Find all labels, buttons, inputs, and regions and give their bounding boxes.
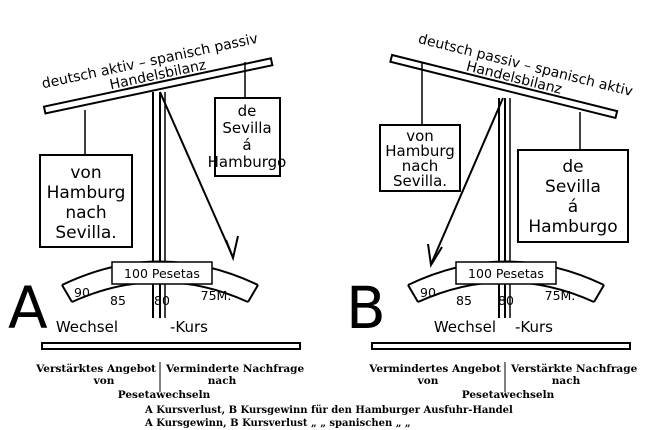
- panel-b-scale-tick-90: 90: [420, 285, 436, 300]
- panel-a-caption-center: Pesetawechseln: [118, 389, 211, 401]
- panel-a-right-box-line2: Sevilla: [222, 119, 271, 137]
- panel-b-left-box-line2: Hamburg: [385, 142, 455, 160]
- panel-b-right-box-line3: á: [568, 197, 578, 217]
- panel-b-letter: B: [346, 274, 386, 342]
- panel-a: deutsch aktiv – spanisch passiv Handelsb…: [8, 31, 304, 401]
- panel-a-label-left: Wechsel: [56, 318, 118, 336]
- footer-line1: A Kursverlust, B Kursgewinn für den Hamb…: [144, 405, 513, 416]
- panel-a-left-box-line4: Sevilla.: [55, 223, 116, 243]
- panel-b-scale-tick-80: 80: [498, 293, 514, 308]
- panel-a-scale-tick-85: 85: [110, 293, 126, 308]
- panel-b-caption-right-1: Verstärkte Nachfrage: [510, 363, 638, 375]
- panel-b-caption-left-1: Vermindertes Angebot: [368, 363, 501, 375]
- panel-a-caption-right-1: Verminderte Nachfrage: [165, 363, 304, 375]
- panel-a-left-box-line3: nach: [65, 203, 106, 223]
- panel-b-caption-right-2: nach: [552, 375, 581, 387]
- panel-b-caption-center: Pesetawechseln: [462, 389, 555, 401]
- panel-a-scale-top-label: 100 Pesetas: [124, 266, 200, 281]
- panel-b-left-box-line1: von: [406, 127, 434, 145]
- panel-b-right-box: [517, 149, 629, 243]
- panel-a-scale-left-end: [61, 284, 73, 303]
- panel-a-left-box: [39, 154, 133, 248]
- panel-b-pointer: [431, 97, 504, 263]
- panel-b-scale-top-box: [455, 261, 557, 285]
- panel-b-beam: [389, 53, 619, 120]
- panel-b-scale-right-end: [593, 284, 605, 303]
- panel-a-right-box: [214, 97, 281, 177]
- panel-a-right-box-line3: á: [242, 136, 251, 154]
- panel-b-pointer-arrowhead: [427, 243, 443, 268]
- panel-b-scale-left-end: [407, 284, 419, 303]
- panel-a-right-box-line4: Hamburgo: [208, 153, 287, 171]
- panel-a-caption-left-1: Verstärktes Angebot: [35, 363, 156, 375]
- panel-a-pointer: [159, 91, 233, 256]
- panel-a-letter: A: [8, 274, 48, 342]
- panel-b-right-box-line1: de: [562, 157, 583, 177]
- panel-b-base: [371, 342, 631, 350]
- panel-a-scale-tick-75: 75M.: [201, 288, 232, 303]
- panel-b-left-box-line4: Sevilla.: [393, 172, 447, 190]
- panel-b-label-right: -Kurs: [515, 318, 553, 336]
- panel-a-scale-top-box: [111, 261, 213, 285]
- panel-a-left-box-line2: Hamburg: [47, 183, 126, 203]
- panel-a-scale-right-end: [247, 284, 259, 303]
- panel-b-label-left: Wechsel: [434, 318, 496, 336]
- panel-a-beam: [42, 57, 274, 115]
- panel-a-right-box-line1: de: [238, 102, 257, 120]
- panel-a-scale-tick-90: 90: [74, 285, 90, 300]
- footer-line2: A Kursgewinn, B Kursverlust „ „ spanisch…: [144, 418, 411, 429]
- panel-b-scale-tick-75: 75M.: [545, 288, 576, 303]
- panel-b-left-box-line3: nach: [402, 157, 438, 175]
- panel-b-left-box: [379, 124, 461, 192]
- panel-a-base: [41, 342, 301, 350]
- panel-a-caption-right-2: nach: [208, 375, 237, 387]
- panel-b-scale-tick-85: 85: [456, 293, 472, 308]
- panel-a-scale-tick-80: 80: [154, 293, 170, 308]
- panel-a-left-box-line1: von: [70, 163, 101, 183]
- panel-a-pointer-arrowhead: [225, 235, 239, 262]
- panel-b-right-box-line2: Sevilla: [545, 177, 601, 197]
- panel-b: deutsch passiv – spanisch aktiv Handelsb…: [346, 31, 638, 401]
- panel-b-right-box-line4: Hamburgo: [528, 217, 617, 237]
- panel-a-caption-left-2: von: [93, 375, 115, 387]
- panel-b-caption-left-2: von: [417, 375, 439, 387]
- panel-a-label-right: -Kurs: [170, 318, 208, 336]
- panel-b-scale-top-label: 100 Pesetas: [468, 266, 544, 281]
